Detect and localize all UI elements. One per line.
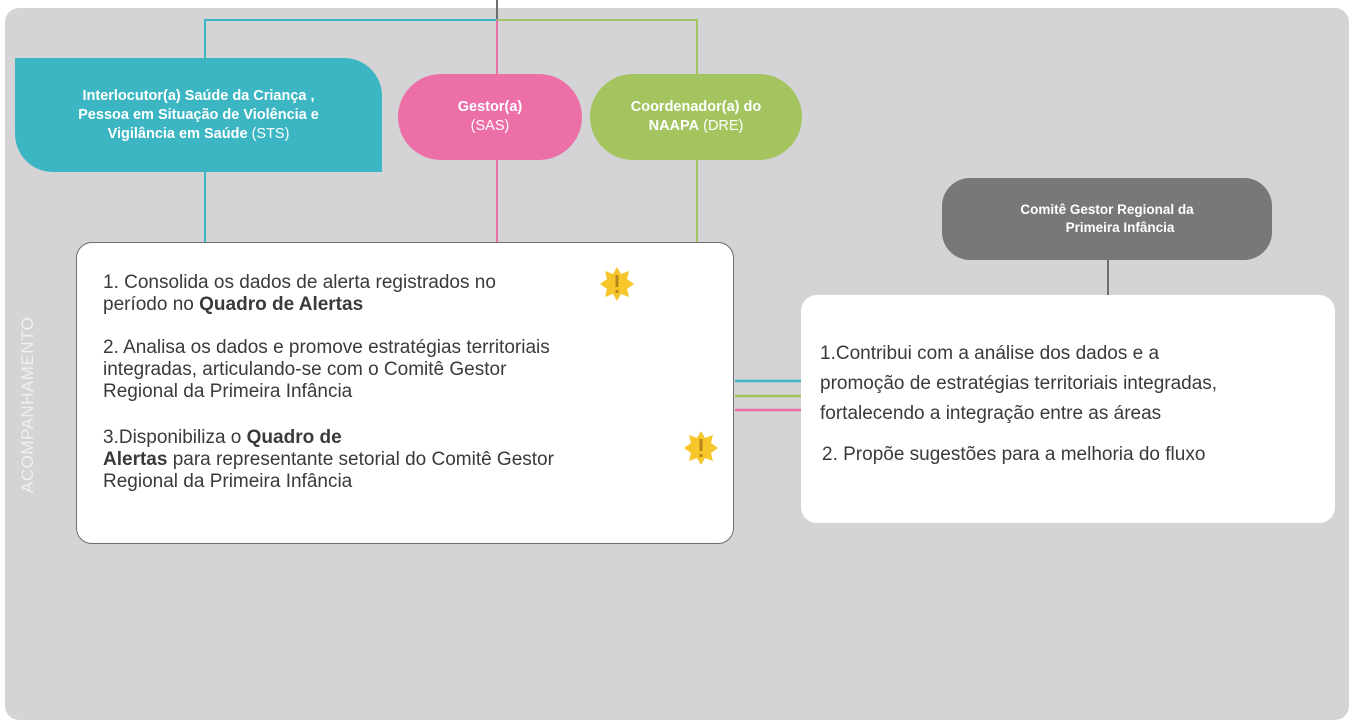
right-actions-card: 1.Contribui com a análise dos dados e a … xyxy=(801,295,1335,523)
coordenador-role-box: Coordenador(a) do NAAPA (DRE) xyxy=(590,74,802,160)
left-item-3: 3.Disponibiliza o Quadro de Alertas para… xyxy=(103,427,554,492)
coordenador-line1: Coordenador(a) do xyxy=(630,99,762,115)
coordenador-line2: NAAPA (DRE) xyxy=(648,118,744,134)
right-item-2: 2. Propõe sugestões para a melhoria do f… xyxy=(822,444,1206,465)
left-actions-card: 1. Consolida os dados de alerta registra… xyxy=(76,242,734,544)
interlocutor-line3: Vigilância em Saúde (STS) xyxy=(107,125,290,142)
alert-star-icon xyxy=(684,431,718,465)
left-item-1: 1. Consolida os dados de alerta registra… xyxy=(103,272,496,315)
comite-line2: Primeira Infância xyxy=(1065,220,1175,235)
interlocutor-line2: Pessoa em Situação de Violência e xyxy=(78,106,319,123)
gestor-subtitle: (SAS) xyxy=(470,118,510,134)
right-item-1: 1.Contribui com a análise dos dados e a … xyxy=(820,343,1218,424)
alert-star-icon xyxy=(600,267,634,301)
interlocutor-role-box: Interlocutor(a) Saúde da Criança , Pesso… xyxy=(15,58,382,172)
gestor-title: Gestor(a) xyxy=(457,99,523,115)
section-label-acompanhamento: ACOMPANHAMENTO xyxy=(18,316,37,493)
gestor-role-box: Gestor(a) (SAS) xyxy=(398,74,582,160)
comite-gestor-box: Comitê Gestor Regional da Primeira Infân… xyxy=(942,178,1272,260)
comite-line1: Comitê Gestor Regional da xyxy=(1020,202,1194,217)
interlocutor-line1: Interlocutor(a) Saúde da Criança , xyxy=(82,87,315,104)
left-item-2: 2. Analisa os dados e promove estratégia… xyxy=(103,337,550,402)
